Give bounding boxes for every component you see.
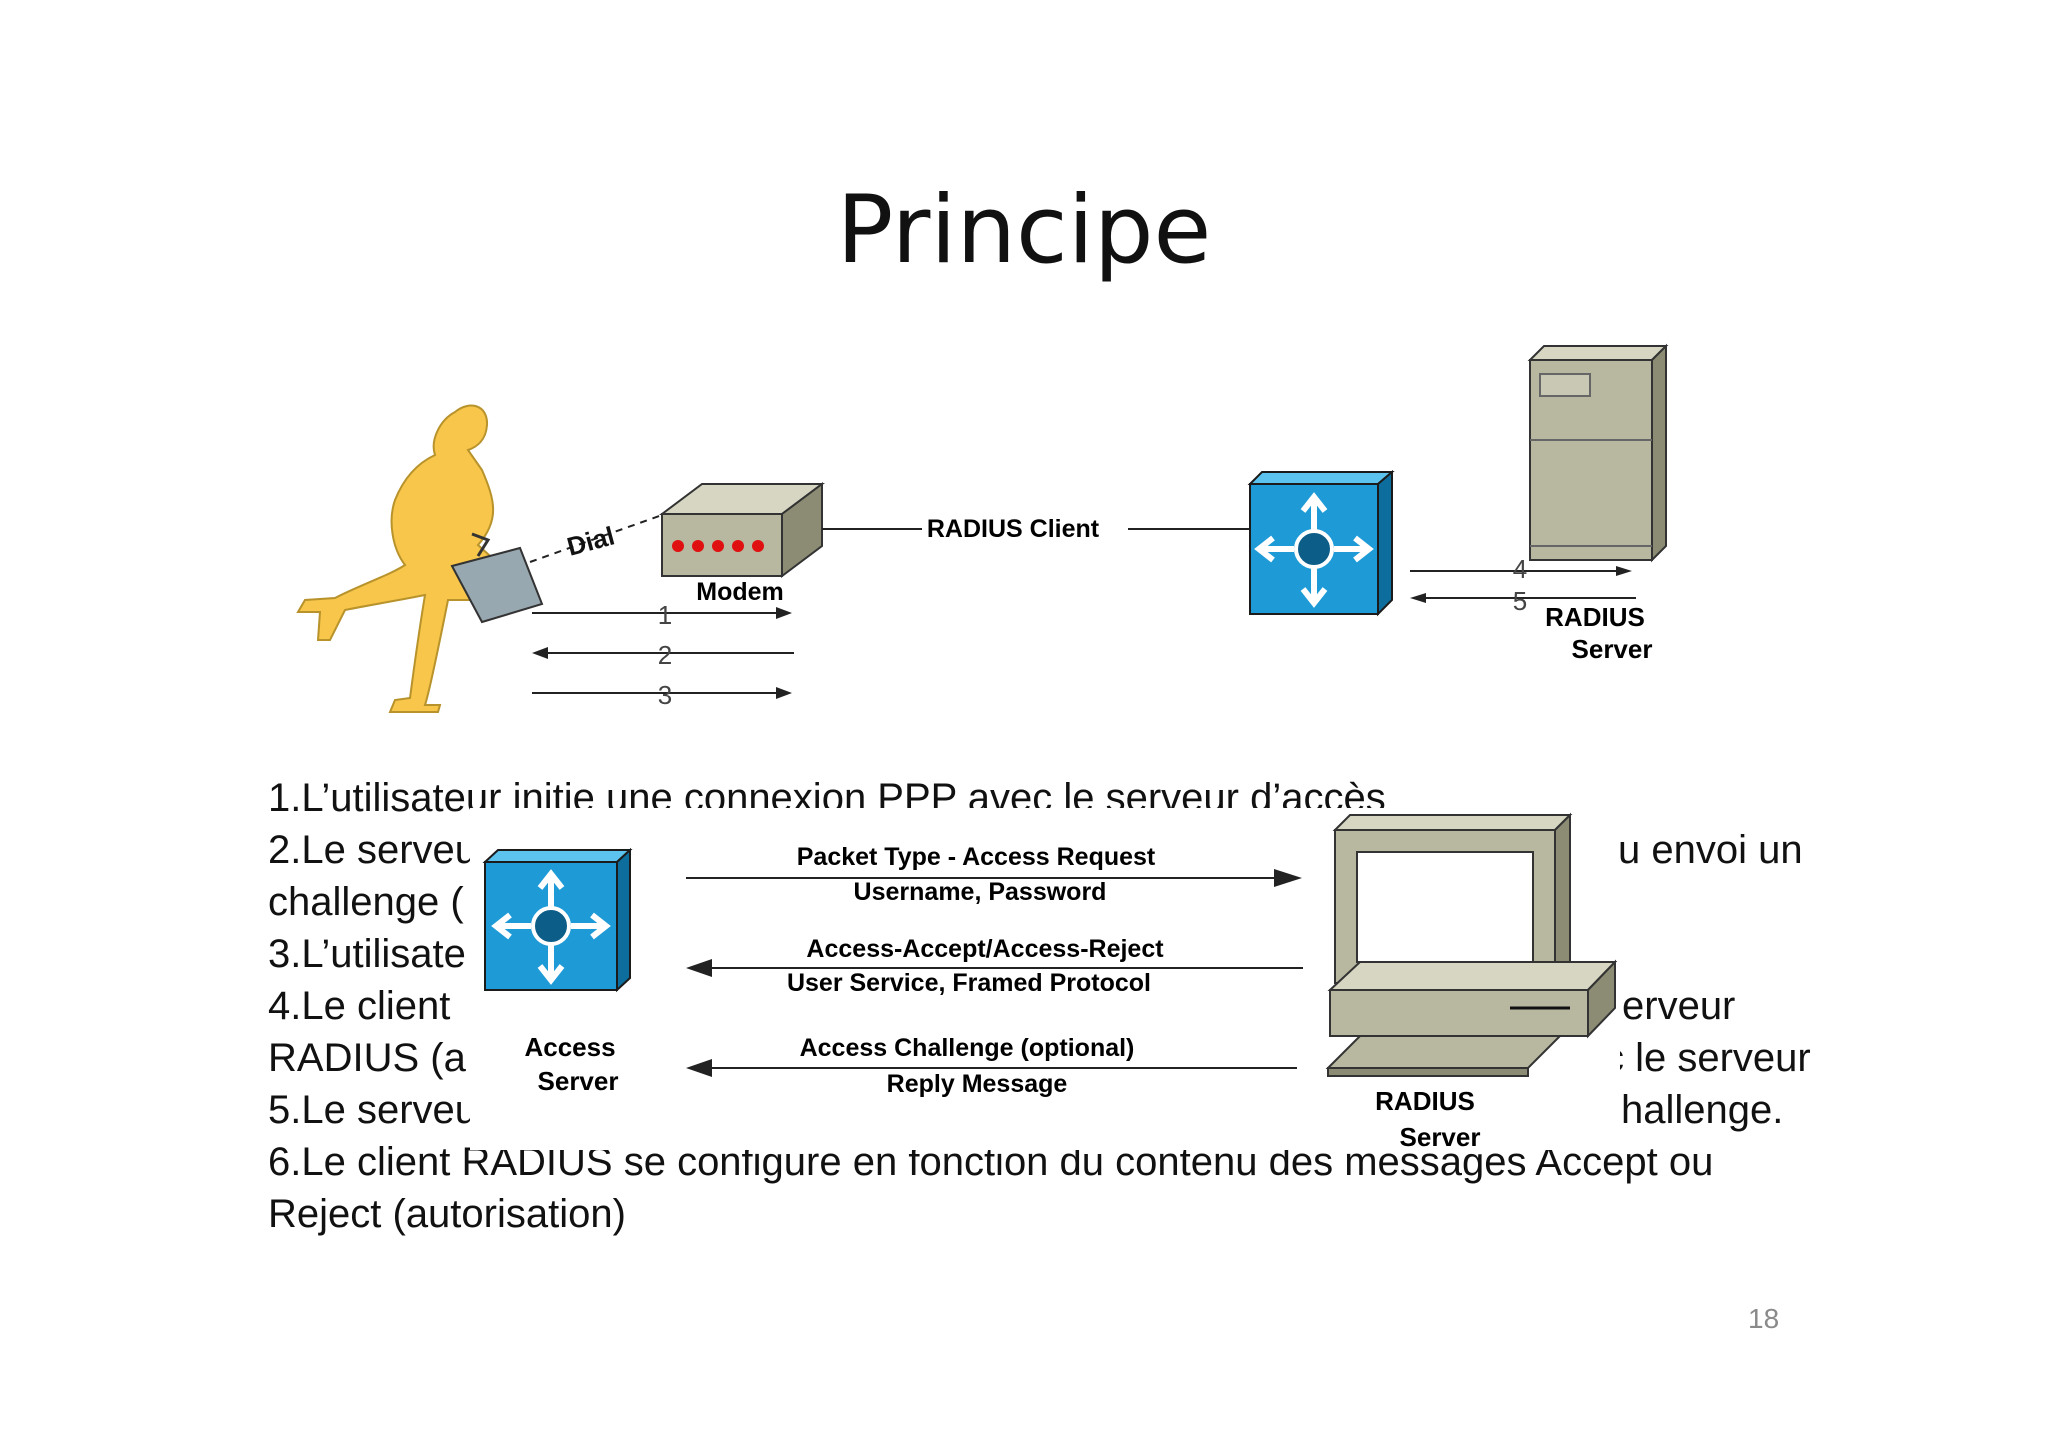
modem-label: Modem — [696, 578, 784, 606]
reply-message-label: Reply Message — [887, 1070, 1068, 1098]
arrow-2-label: 2 — [658, 640, 672, 670]
arrow-3-label: 3 — [658, 680, 672, 710]
text-line-2-right: u envoi un — [1618, 828, 1803, 872]
access-server-label-2: Server — [538, 1066, 619, 1096]
modem-icon — [659, 482, 825, 578]
access-challenge-label: Access Challenge (optional) — [800, 1034, 1135, 1062]
slide-title: Principe — [836, 176, 1212, 285]
username-password-label: Username, Password — [854, 878, 1107, 906]
access-accept-reject-label: Access-Accept/Access-Reject — [806, 935, 1164, 963]
arrow-1-label: 1 — [658, 600, 672, 630]
arrow-3 — [532, 687, 792, 699]
access-challenge-arrow — [686, 1059, 1297, 1077]
access-server-label-1: Access — [524, 1032, 615, 1062]
text-line-6-left: RADIUS (a — [268, 1036, 466, 1080]
radius-client-label: RADIUS Client — [927, 515, 1100, 543]
arrow-4 — [1410, 566, 1632, 576]
access-server-icon — [482, 847, 633, 993]
radius-server-label-1: RADIUS — [1545, 602, 1645, 632]
arrow-4-label: 4 — [1513, 554, 1527, 584]
desktop-computer-icon — [1325, 812, 1618, 1077]
tower-server-icon — [1527, 343, 1669, 563]
slide-number: 18 — [1748, 1303, 1780, 1334]
text-line-2-left: 2.Le serveu — [268, 828, 478, 872]
text-line-4-left: 3.L’utilisate — [268, 932, 466, 976]
running-person-icon — [296, 404, 512, 713]
access-server-icon — [1247, 469, 1395, 617]
text-line-7-right: hallenge. — [1621, 1088, 1784, 1132]
diagram-1: Dial Modem RADIUS Client RADIUS Server 1 — [296, 343, 1669, 713]
text-line-3-left: challenge ( — [268, 880, 464, 924]
text-line-5-left: 4.Le client — [268, 984, 451, 1028]
radius-server-label-1: RADIUS — [1375, 1086, 1475, 1116]
diagram-2: Access Server RADIUS Server Packet Type … — [482, 812, 1618, 1152]
arrow-1 — [532, 607, 792, 619]
access-request-arrow — [686, 869, 1302, 887]
user-service-label: User Service, Framed Protocol — [787, 969, 1151, 997]
text-line-7-left: 5.Le serveu — [268, 1088, 478, 1132]
radius-server-label-2: Server — [1400, 1122, 1481, 1152]
arrow-5 — [1410, 593, 1636, 603]
text-line-5-right: erveur — [1622, 984, 1736, 1028]
text-line-6-right: c le serveur — [1604, 1036, 1811, 1080]
arrow-5-label: 5 — [1513, 586, 1527, 616]
access-request-label: Packet Type - Access Request — [797, 843, 1156, 871]
text-line-9: Reject (autorisation) — [268, 1192, 626, 1236]
radius-server-label-2: Server — [1572, 634, 1653, 664]
briefcase-icon — [450, 532, 544, 624]
access-accept-reject-arrow — [686, 959, 1303, 977]
arrow-2 — [532, 647, 794, 659]
